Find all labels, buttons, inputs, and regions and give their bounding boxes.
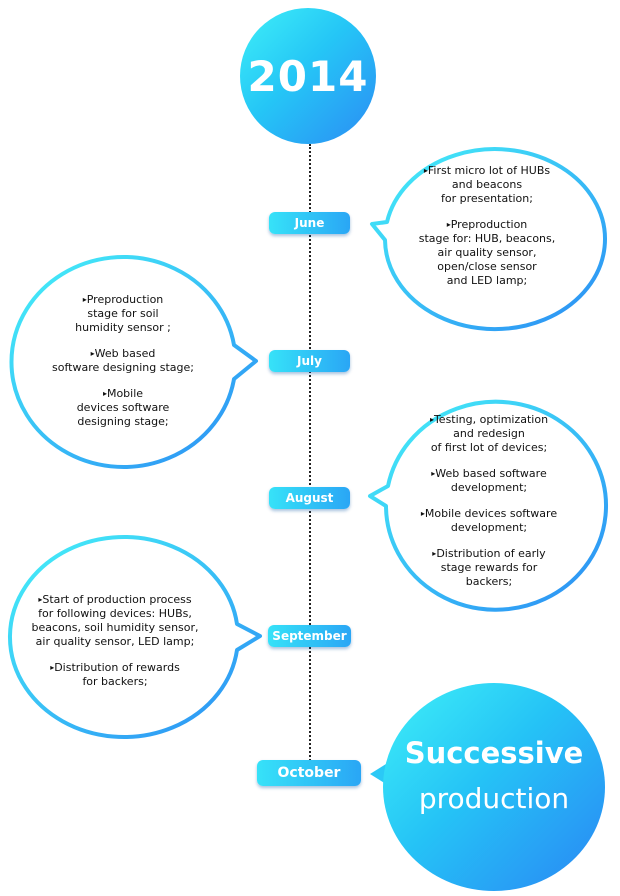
june-item-2: Preproduction stage for: HUB, beacons, a…: [402, 218, 572, 288]
final-circle: [383, 683, 605, 891]
august-item-1: Testing, optimization and redesign of fi…: [400, 413, 578, 455]
july-item-3: Mobile devices software designing stage;: [38, 387, 208, 429]
july-item-1: Preproduction stage for soil humidity se…: [38, 293, 208, 335]
september-item-2: Distribution of rewards for backers;: [10, 661, 220, 689]
june-item-1: First micro lot of HUBs and beacons for …: [402, 164, 572, 206]
final-subtitle: production: [418, 782, 570, 815]
september-item-1: Start of production process for followin…: [10, 593, 220, 649]
month-pill-july: July: [269, 350, 350, 372]
year-label: 2014: [247, 51, 369, 101]
month-label-june: June: [294, 216, 325, 230]
month-pill-august: August: [269, 487, 350, 509]
august-item-2: Web based software development;: [400, 467, 578, 495]
july-item-2: Web based software designing stage;: [38, 347, 208, 375]
month-pill-june: June: [269, 212, 350, 234]
final-title: Successive: [404, 736, 584, 770]
month-label-august: August: [285, 491, 334, 505]
month-pill-september: September: [268, 625, 351, 647]
august-bubble-text: Testing, optimization and redesign of fi…: [400, 413, 578, 589]
july-bubble-text: Preproduction stage for soil humidity se…: [38, 293, 208, 429]
final-pointer: [370, 764, 386, 784]
month-label-july: July: [297, 354, 322, 368]
month-label-september: September: [272, 629, 347, 643]
timeline-line: [309, 144, 311, 764]
august-item-3: Mobile devices software development;: [400, 507, 578, 535]
september-bubble-text: Start of production process for followin…: [10, 593, 220, 689]
year-circle: 2014: [240, 8, 376, 144]
august-item-4: Distribution of early stage rewards for …: [400, 547, 578, 589]
month-label-october: October: [277, 765, 341, 781]
june-bubble-text: First micro lot of HUBs and beacons for …: [402, 164, 572, 288]
month-pill-october: October: [257, 760, 361, 786]
